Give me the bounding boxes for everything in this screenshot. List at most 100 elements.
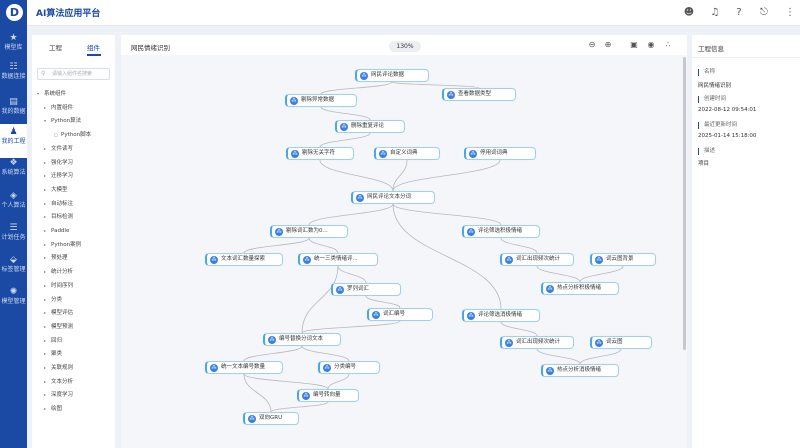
component-icon: ⁂ xyxy=(268,336,276,344)
component-icon: ⁂ xyxy=(467,312,475,320)
folder-icon: ▤ xyxy=(9,97,18,107)
flow-node[interactable]: ⁂词云图背景 xyxy=(590,253,656,266)
more-icon[interactable]: ⋮ xyxy=(785,7,795,18)
flow-node-label: 删除重复评论 xyxy=(351,123,385,129)
help-icon[interactable]: ? xyxy=(736,7,742,18)
tree-item[interactable]: ▸大模型 xyxy=(44,185,68,194)
flow-node[interactable]: ⁂网民评论数据 xyxy=(355,69,429,82)
nav-item[interactable]: ☷数据连接 xyxy=(0,59,27,93)
tree-item[interactable]: ▸ 时间序列 xyxy=(44,281,73,290)
user-icon[interactable]: ☻ xyxy=(683,7,695,18)
tree-item-label: 时间序列 xyxy=(51,282,74,289)
tree-item-label: Python案例 xyxy=(51,241,82,248)
flow-node[interactable]: ⁂网民评论文本分词 xyxy=(351,191,435,204)
component-icon: ⁂ xyxy=(372,311,380,319)
tree-item[interactable]: ▸关联规则 xyxy=(44,363,73,372)
save-icon[interactable]: ▣ xyxy=(630,40,638,49)
flow-node[interactable]: ⁂词汇出现频次统计 xyxy=(500,253,574,266)
chevron-icon: ▸ xyxy=(44,323,47,329)
canvas-toolbar: 网民情绪识别 130% ⊖ ⊕ ▣ ◉ ∴ xyxy=(121,35,687,55)
bell-icon[interactable]: ♫ xyxy=(710,7,720,18)
tree-item[interactable]: ▸文件读写 xyxy=(44,144,73,153)
tab-components[interactable]: 组件 xyxy=(87,44,100,52)
tree-item[interactable]: ▸模型预测 xyxy=(44,322,73,331)
nav-item[interactable]: ⬙标签管理 xyxy=(0,252,27,286)
layout-icon[interactable]: ∴ xyxy=(665,40,671,49)
tree-item[interactable]: ▸分类 xyxy=(44,295,62,304)
tree-item[interactable]: ▸聚类 xyxy=(44,349,62,358)
tree-item[interactable]: ▸文本分析 xyxy=(44,377,73,386)
component-search-input[interactable]: ⚲ 请输入组件名搜索 xyxy=(37,68,110,80)
chevron-icon: ▸ xyxy=(44,282,47,288)
tree-item[interactable]: ▸统计分析 xyxy=(44,267,73,276)
flow-node[interactable]: ⁂热点分析消极情绪 xyxy=(541,364,619,377)
tree-item[interactable]: ▸目标检测 xyxy=(44,212,73,221)
flow-node[interactable]: ⁂词云图 xyxy=(590,336,652,349)
flow-node[interactable]: ⁂分类编号 xyxy=(318,361,380,374)
flow-node-label: 统一文本编号数量 xyxy=(221,364,266,370)
chevron-icon: ▸ xyxy=(44,214,47,220)
flow-node[interactable]: ⁂剔除异常数据 xyxy=(285,94,357,107)
tree-item[interactable]: ▸绘图 xyxy=(44,404,62,413)
tree-item[interactable]: ▸自动标注 xyxy=(44,199,73,208)
flow-node[interactable]: ⁂自定义词典 xyxy=(374,147,440,160)
tree-item[interactable]: ▸迁移学习 xyxy=(44,171,73,180)
flow-canvas[interactable]: 网民情绪识别 130% ⊖ ⊕ ▣ ◉ ∴ xyxy=(121,35,687,448)
flow-node[interactable]: ⁂评论筛选消极情绪 xyxy=(462,309,540,322)
tab-project[interactable]: 工程 xyxy=(49,44,62,52)
flow-node[interactable]: ⁂停用词词典 xyxy=(464,147,536,160)
flow-node[interactable]: ⁂剔除词汇数为0... xyxy=(270,225,348,238)
run-icon[interactable]: ◉ xyxy=(647,40,655,49)
tree-item[interactable]: ▸回归 xyxy=(44,336,62,345)
field-label: 创建时间 xyxy=(698,96,726,103)
component-icon: ⁂ xyxy=(360,72,368,80)
nav-item[interactable]: ◈个人算法 xyxy=(0,188,27,222)
flow-node-label: 剔除词汇数为0... xyxy=(286,228,328,234)
chevron-icon: ▸ xyxy=(44,173,47,179)
nav-item-label: 模型管理 xyxy=(1,298,26,305)
exit-icon[interactable]: ⎋ xyxy=(760,7,768,18)
zoom-in-icon[interactable]: ⊕ xyxy=(604,40,612,49)
component-icon: ⁂ xyxy=(595,339,603,347)
chevron-icon: ▸ xyxy=(44,186,47,192)
nav-item[interactable]: ☰计划任务 xyxy=(0,220,27,254)
flow-node[interactable]: ⁂文本词汇数量探索 xyxy=(205,253,283,266)
flow-node[interactable]: ⁂词汇编号 xyxy=(367,308,433,321)
nav-item[interactable]: ▤我的数据 xyxy=(0,94,27,128)
flow-node-label: 词汇出现频次统计 xyxy=(516,339,561,345)
nav-item[interactable]: ✺模型管理 xyxy=(0,284,27,318)
zoom-out-icon[interactable]: ⊖ xyxy=(588,40,596,49)
flow-node[interactable]: ⁂热点分析积极情绪 xyxy=(541,282,619,295)
flow-node[interactable]: ⁂评论筛选积极情绪 xyxy=(462,225,540,238)
tree-item[interactable]: ▾系统组件 xyxy=(37,89,66,98)
nav-item[interactable]: ❖系统算法 xyxy=(0,155,27,189)
tree-item[interactable]: ▸预处理 xyxy=(44,253,68,262)
tree-item[interactable]: ▸强化学习 xyxy=(44,158,73,167)
flow-node[interactable]: ⁂统一文本编号数量 xyxy=(205,361,283,374)
tree-item[interactable]: ▸深度学习 xyxy=(44,390,73,399)
flow-node[interactable]: ⁂剔除无关字符 xyxy=(286,147,354,160)
component-icon: ⁂ xyxy=(336,286,344,294)
chevron-icon: ▸ xyxy=(44,337,47,343)
flow-node[interactable]: ⁂编号替换分词文本 xyxy=(263,333,341,346)
flow-node[interactable]: ⁂查看数据类型 xyxy=(442,88,516,101)
flow-node[interactable]: ⁂词汇出现频次统计 xyxy=(500,336,574,349)
canvas-scrollbar[interactable] xyxy=(683,57,686,350)
flow-node[interactable]: ⁂双向GRU xyxy=(243,412,299,425)
tree-item[interactable]: ▾Python算法 xyxy=(44,116,81,125)
zoom-level[interactable]: 130% xyxy=(389,41,421,52)
flow-node-label: 自定义词典 xyxy=(390,150,418,156)
flow-node[interactable]: ⁂罗列词汇 xyxy=(331,283,401,296)
tree-item-label: 关联规则 xyxy=(51,365,74,371)
tree-item[interactable]: □Python脚本 xyxy=(54,130,91,139)
tree-item[interactable]: ▸Python案例 xyxy=(44,240,81,249)
tree-item[interactable]: ▸模型评估 xyxy=(44,308,73,317)
flow-node[interactable]: ⁂删除重复评论 xyxy=(335,120,405,133)
tree-item-label: Python脚本 xyxy=(61,132,92,139)
tree-item[interactable]: ▸内置组件 xyxy=(44,103,73,112)
flow-node[interactable]: ⁂编号转向量 xyxy=(297,389,359,402)
tree-item[interactable]: ▸Paddle xyxy=(44,226,69,235)
flow-node[interactable]: ⁂统一三类情绪评... xyxy=(298,253,378,266)
nav-item[interactable]: ♟我的工程 xyxy=(0,124,27,158)
nav-item[interactable]: ★模型库 xyxy=(0,30,27,64)
